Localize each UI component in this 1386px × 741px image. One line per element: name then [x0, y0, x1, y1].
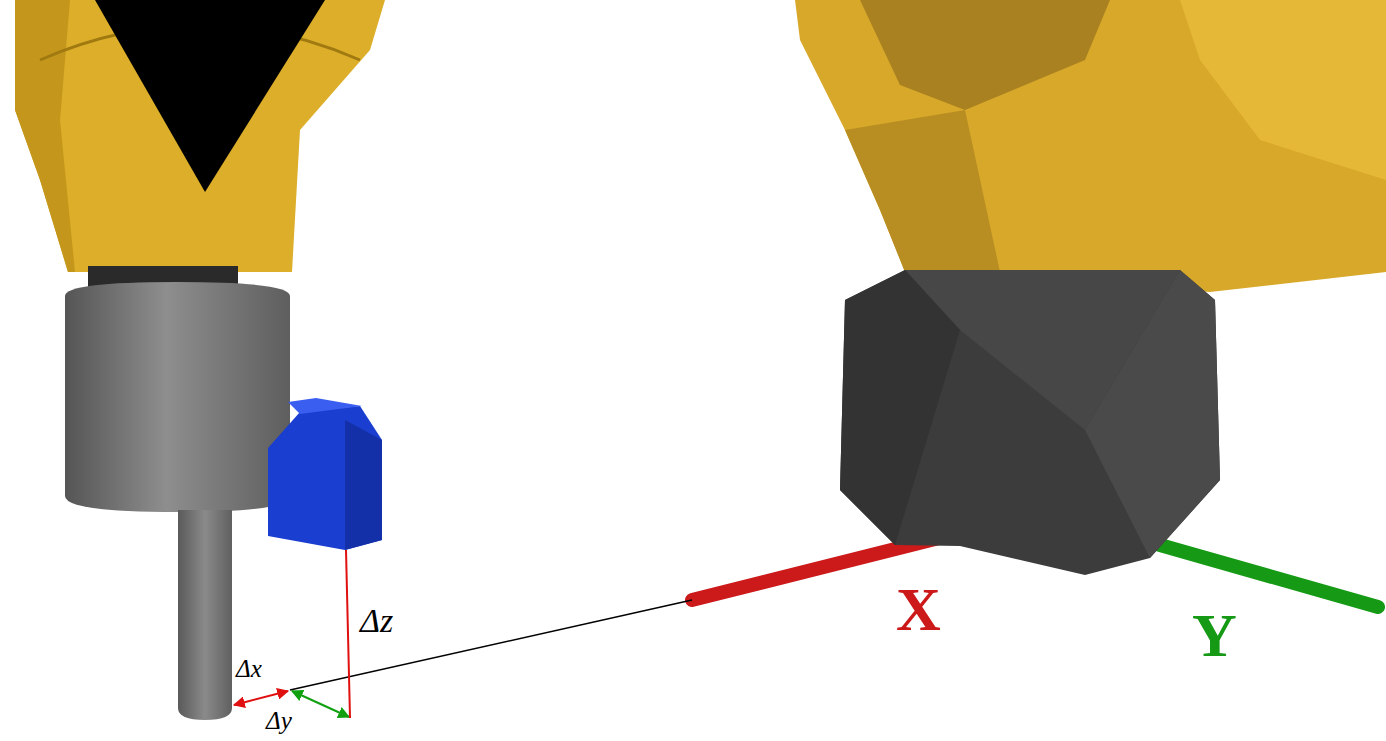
leader-line	[290, 600, 692, 690]
dy-dimension	[292, 691, 349, 717]
dx-dimension	[234, 691, 288, 705]
robot-wrist	[15, 0, 385, 272]
robot-arm	[795, 0, 1386, 292]
offset-label: Δx	[236, 656, 262, 681]
axis-label: Y	[1192, 604, 1237, 666]
offset-label: Δz	[360, 604, 393, 638]
left-robot	[15, 0, 385, 720]
robot-base	[840, 270, 1220, 575]
robot-facet	[1180, 0, 1386, 180]
robot-opening	[95, 0, 325, 192]
robot-facet	[845, 110, 1000, 272]
camera-body	[268, 406, 382, 550]
y-axis	[1160, 545, 1378, 607]
robot-facet	[860, 0, 1110, 110]
camera-top	[288, 398, 362, 414]
right-robot	[795, 0, 1386, 292]
base-facet	[1085, 270, 1220, 558]
axis-label: X	[896, 578, 941, 640]
robot-shade	[15, 0, 75, 272]
camera	[268, 398, 382, 550]
spindle-housing	[65, 282, 290, 512]
base-facet	[840, 270, 960, 545]
offset-label: Δy	[266, 708, 292, 733]
camera-side	[345, 420, 382, 550]
base-body	[840, 270, 1220, 575]
dz-dimension	[346, 550, 350, 718]
tool-shaft	[178, 510, 232, 720]
